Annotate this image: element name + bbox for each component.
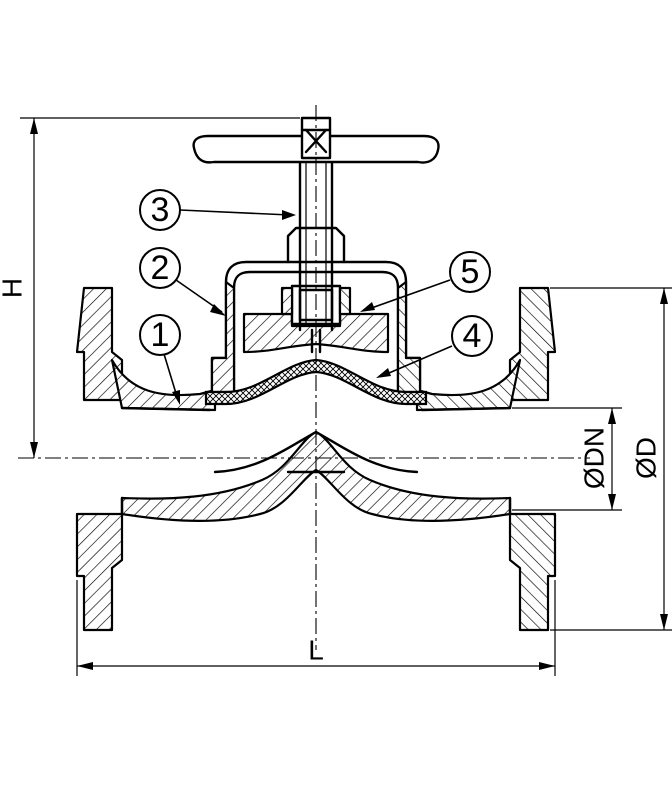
dimension-DN-label: ØDN bbox=[579, 427, 610, 489]
callout-3: 3 bbox=[139, 189, 296, 231]
callout-1: 1 bbox=[139, 314, 181, 405]
right-flange-upper bbox=[508, 286, 557, 402]
callout-2-number: 2 bbox=[151, 249, 170, 287]
callout-5-number: 5 bbox=[461, 253, 480, 291]
body-wall-upper-left bbox=[110, 358, 217, 412]
dimension-H: H bbox=[0, 117, 300, 458]
left-flange-lower bbox=[75, 512, 124, 632]
callout-4-number: 4 bbox=[463, 317, 482, 355]
diaphragm bbox=[204, 358, 428, 406]
callout-5: 5 bbox=[360, 251, 491, 312]
dimension-DN: ØDN bbox=[512, 407, 622, 511]
callout-1-number: 1 bbox=[151, 316, 170, 354]
dimension-D-label: ØD bbox=[631, 437, 662, 479]
bonnet-wall-left bbox=[210, 280, 236, 394]
bore-upper-line bbox=[120, 406, 512, 412]
left-flange-upper bbox=[75, 286, 124, 402]
callout-4: 4 bbox=[376, 315, 493, 378]
bore-lower-line bbox=[120, 496, 512, 516]
valve-stem bbox=[298, 148, 334, 332]
bonnet-wall-right bbox=[396, 280, 422, 394]
dimension-L: L bbox=[76, 580, 556, 676]
dimension-L-label: L bbox=[308, 635, 324, 666]
callout-2: 2 bbox=[139, 247, 226, 316]
body-wall-upper-right bbox=[415, 358, 522, 412]
callout-3-number: 3 bbox=[151, 191, 170, 229]
dimension-H-label: H bbox=[0, 278, 28, 298]
dimension-D: ØD bbox=[550, 287, 672, 631]
center-lines bbox=[18, 105, 590, 650]
right-flange-lower bbox=[508, 512, 557, 632]
